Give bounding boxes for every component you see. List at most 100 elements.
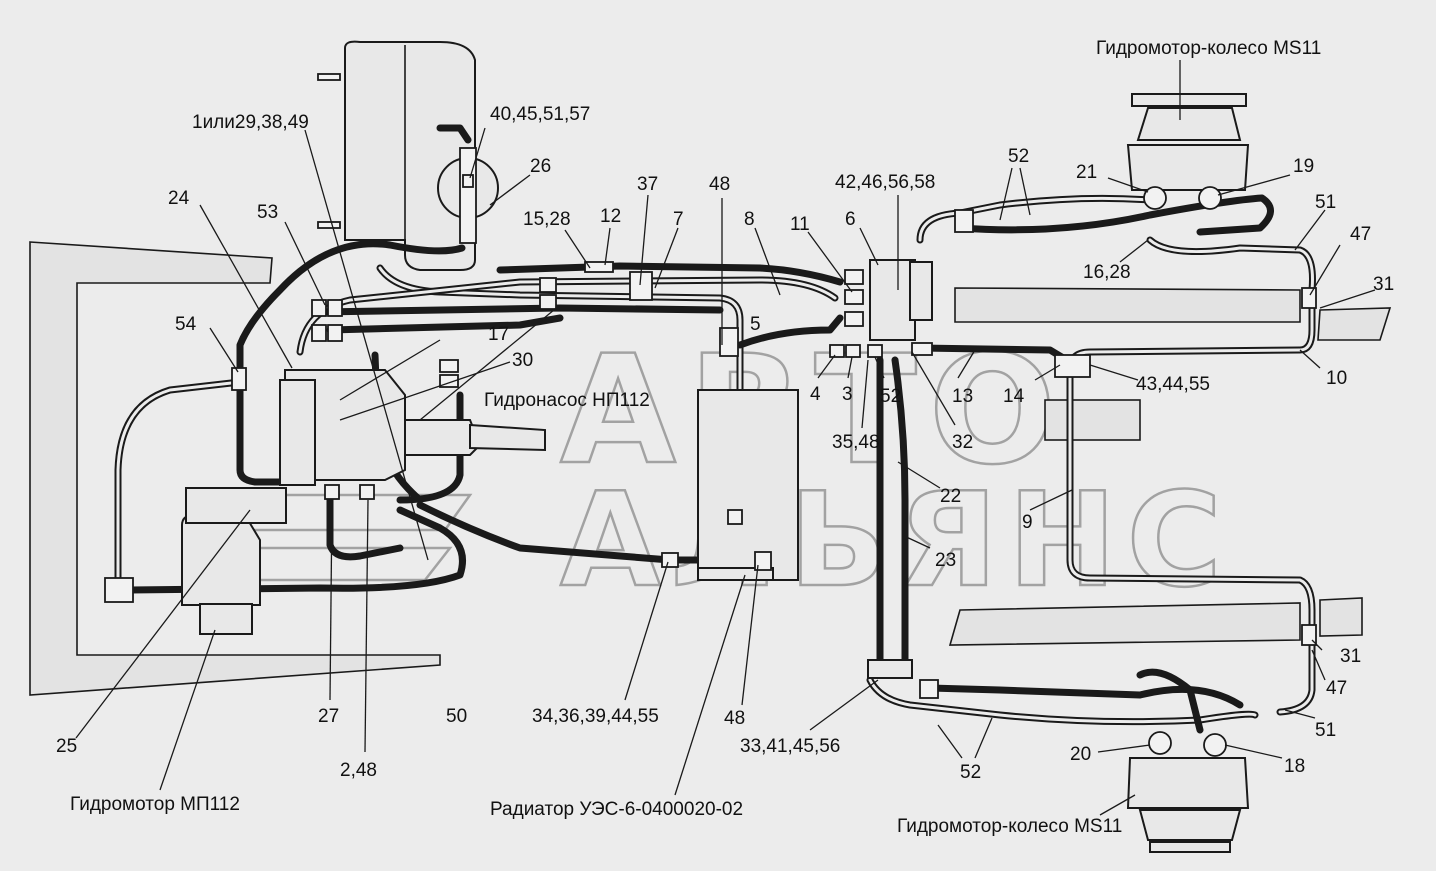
hose-22-23-b: [891, 356, 909, 664]
hose-11: [496, 262, 844, 286]
callout-label: 17: [488, 324, 509, 345]
frame-bracket: [1044, 399, 1141, 441]
fitting: [844, 269, 864, 285]
callout-label: 43,44,55: [1136, 374, 1210, 395]
filter-indicator-icon: [462, 174, 474, 188]
callout-label: 4: [810, 384, 821, 405]
fitting: [661, 552, 679, 568]
valve-block-42: [909, 261, 933, 321]
fitting: [311, 324, 327, 342]
callout-label: 12: [600, 206, 621, 227]
callout-label: 20: [1070, 744, 1091, 765]
motor-mp112: [104, 487, 287, 635]
callout-label: 40,45,51,57: [490, 104, 590, 125]
callout-label: 2,48: [340, 760, 377, 781]
fitting: [844, 289, 864, 305]
tee-14: [1054, 354, 1091, 378]
callout-label: 14: [1003, 386, 1025, 407]
hose-motor-feed: [126, 506, 466, 594]
titles: Гидромотор-колесо MS11 Гидронасос НП112 …: [70, 38, 1321, 837]
hydraulic-tank: [317, 40, 476, 271]
filter-inlet: [436, 124, 472, 144]
pump-flange: [279, 379, 316, 486]
callout-label: 23: [935, 550, 956, 571]
callout-label: 7: [673, 209, 684, 230]
title-motor: Гидромотор МП112: [70, 794, 240, 815]
wheel-hub-flange: [1149, 841, 1231, 853]
callout-label: 35,48: [832, 432, 880, 453]
callout-label: 6: [845, 209, 856, 230]
wheel-hub-flange: [1131, 93, 1247, 107]
callout-label: 21: [1076, 162, 1097, 183]
wheel-hub: [1136, 107, 1242, 141]
callout-label: 15,28: [523, 209, 571, 230]
callout-label: 48: [724, 708, 745, 729]
callouts: 1или29,38,49 40,45,51,57 26 24 53 54 37 …: [56, 104, 1394, 783]
hose-34: [416, 501, 784, 564]
fitting: [954, 209, 974, 233]
fitting: [439, 359, 459, 373]
hose-bottom-loop: [1136, 668, 1204, 734]
callout-label: 52: [960, 762, 981, 783]
fitting: [539, 294, 557, 310]
pump-np112: [279, 369, 546, 486]
callout-label: 47: [1350, 224, 1371, 245]
valve-block-6: [869, 259, 916, 341]
callout-label: 11: [790, 214, 810, 235]
tank-bracket-top: [317, 73, 341, 81]
title-wheel-motor-top: Гидромотор-колесо MS11: [1096, 38, 1321, 59]
callout-label: 19: [1293, 156, 1314, 177]
callout-label: 9: [1022, 512, 1033, 533]
port-18: [1203, 733, 1227, 757]
callout-label: 24: [168, 188, 190, 209]
radiator: [697, 389, 799, 581]
leader-lines: [75, 60, 1376, 816]
port-20: [1148, 731, 1172, 755]
fitting: [727, 509, 743, 525]
port-21: [1143, 186, 1167, 210]
radiator-tank: [697, 567, 774, 581]
callout-label: 42,46,56,58: [835, 172, 935, 193]
pump-drive: [404, 419, 482, 456]
callout-label: 22: [940, 486, 961, 507]
callout-label: 52: [880, 386, 901, 407]
fitting: [311, 299, 327, 317]
frame-stub-top-right: [1317, 307, 1392, 341]
fitting: [539, 277, 557, 293]
hose-17: [396, 391, 464, 504]
pump-shaft: [469, 423, 546, 452]
hose-27: [326, 486, 404, 561]
fitting: [829, 344, 845, 358]
callout-label: 10: [1326, 368, 1347, 389]
title-radiator: Радиатор УЭС-6-0400020-02: [490, 799, 743, 820]
motor-base: [199, 603, 253, 635]
fitting: [327, 324, 343, 342]
fitting: [845, 344, 861, 358]
hose-52-top-a-inner: [918, 196, 1152, 242]
fitting: [359, 484, 375, 500]
callout-label: 31: [1340, 646, 1361, 667]
callout-label: 47: [1326, 678, 1347, 699]
watermark-line2: АЛЬЯНС: [560, 464, 1232, 616]
callout-label: 34,36,39,44,55: [532, 706, 659, 727]
fitting: [919, 679, 939, 699]
hose-54-inner: [116, 380, 242, 587]
filter-cartridge: [459, 147, 477, 244]
callout-label: 3: [842, 384, 853, 405]
radiator-core: [697, 389, 799, 581]
hose-52-bottom-a-inner: [868, 678, 1257, 724]
hose-12: [316, 304, 724, 316]
motor-body: [181, 514, 261, 606]
fitting: [844, 311, 864, 327]
callout-label: 26: [530, 156, 551, 177]
frame-left-rail: [29, 241, 441, 696]
callout-label: 53: [257, 202, 278, 223]
callout-label: 30: [512, 350, 533, 371]
fitting: [1301, 287, 1317, 309]
hose-tank-return: [236, 240, 466, 486]
title-pump: Гидронасос НП112: [484, 390, 650, 411]
valve-block-33: [867, 659, 913, 679]
callout-label: 27: [318, 706, 339, 727]
